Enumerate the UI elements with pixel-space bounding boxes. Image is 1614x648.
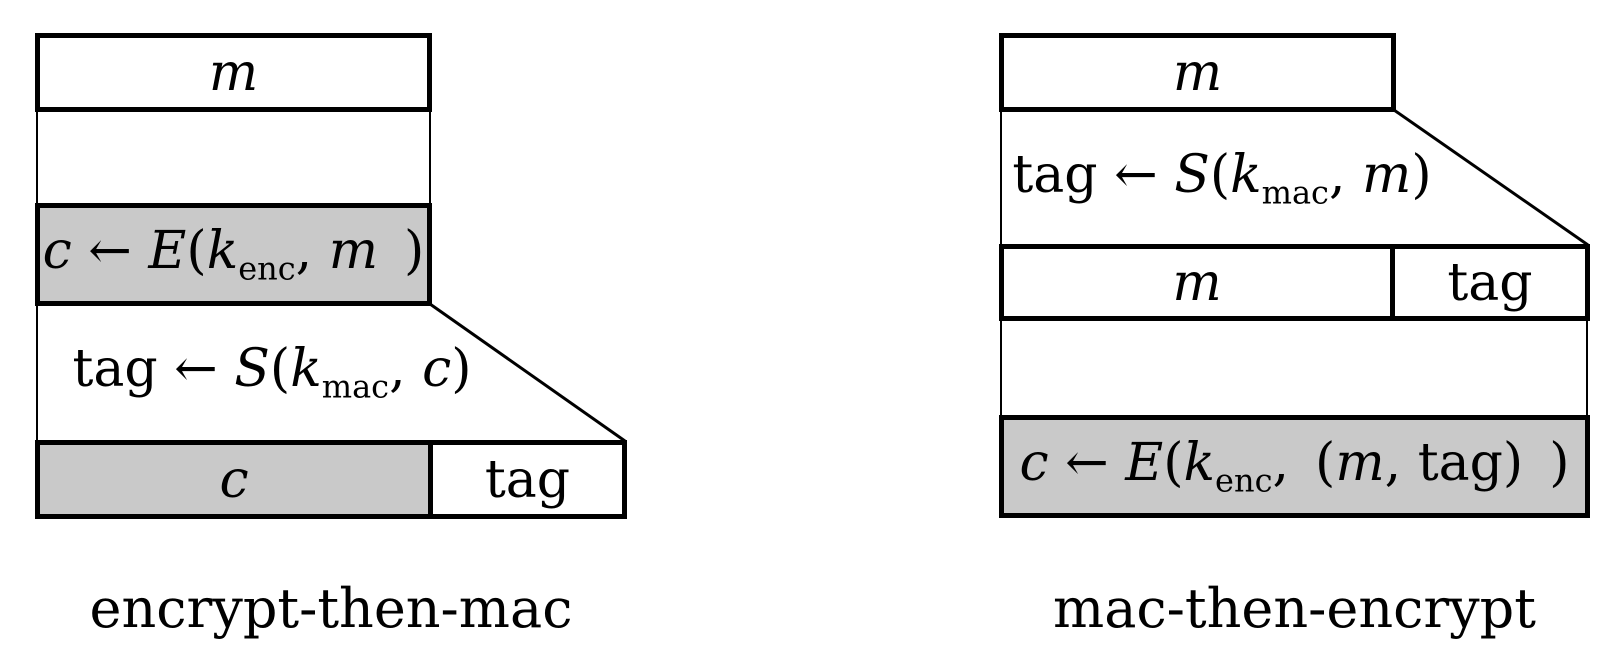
etm-message-label: m (208, 42, 259, 103)
mte-gap-region (1000, 321, 1588, 417)
mte-mac-formula: tag ← S(kmac, m) (1012, 149, 1431, 208)
var-c: c (42, 220, 72, 281)
mte-caption: mac-then-encrypt (1053, 577, 1536, 640)
mte-encrypt-box: c ← E(kenc, (m, tag) ) (999, 415, 1590, 518)
separator: , (295, 220, 329, 281)
separator2: , (1384, 432, 1418, 493)
mte-message-box: m (999, 33, 1396, 112)
var-k: k (290, 339, 322, 400)
separator: , (1328, 144, 1363, 205)
mte-encrypt-formula: c ← E(kenc, (m, tag) ) (1020, 437, 1570, 496)
open-paren: ( (1163, 432, 1184, 493)
key-subscript-mac: mac (1261, 173, 1329, 212)
assign-arrow: ← (1048, 432, 1126, 493)
key-subscript-enc: enc (1215, 461, 1273, 500)
var-c: c (422, 339, 452, 400)
func-E: E (148, 220, 187, 281)
mte-mac-region-left-line (1000, 112, 1010, 245)
var-k: k (1230, 144, 1262, 205)
etm-output-tag-label: tag (484, 449, 571, 510)
separator: , (389, 339, 423, 400)
assign-arrow: ← (157, 339, 235, 400)
etm-caption: encrypt-then-mac (89, 577, 573, 640)
etm-message-box: m (35, 33, 432, 112)
var-m: m (1362, 144, 1412, 205)
assign-arrow: ← (71, 220, 149, 281)
key-subscript-enc: enc (238, 249, 296, 288)
etm-output-cipher-label: c (219, 449, 249, 510)
etm-mac-region-left-line (36, 306, 46, 440)
key-subscript-mac: mac (321, 367, 390, 406)
mte-tagged-message-row: m tag (999, 244, 1590, 321)
mte-message-label: m (1172, 42, 1223, 103)
open-paren: ( (186, 220, 207, 281)
close-paren: ) (1411, 144, 1432, 205)
mte-row-message-label: m (1172, 252, 1222, 313)
var-m: m (1335, 432, 1385, 493)
mte-mac-region: tag ← S(kmac, m) (1012, 112, 1431, 245)
var-c: c (1019, 432, 1049, 493)
etm-encrypt-formula: c ← E(kenc, m ) (43, 225, 425, 284)
etm-output-cipher-cell: c (40, 445, 433, 514)
var-k: k (206, 220, 239, 281)
mte-row-tag-cell: tag (1395, 249, 1585, 316)
var-m: m (328, 220, 379, 281)
etm-mac-region: tag ← S(kmac, c) (72, 306, 471, 440)
func-S: S (1174, 144, 1210, 205)
open-paren: ( (269, 339, 291, 400)
func-E: E (1125, 432, 1164, 493)
open-paren: ( (1209, 144, 1231, 205)
separator: , ( (1272, 432, 1336, 493)
assign-arrow: ← (1097, 144, 1175, 205)
etm-gap-region (36, 112, 431, 205)
func-S: S (234, 339, 270, 400)
close-paren: ) ) (1502, 432, 1570, 493)
mte-row-message-cell: m (1004, 249, 1395, 316)
word-tag: tag (72, 339, 158, 400)
etm-encrypt-box: c ← E(kenc, m ) (35, 203, 432, 306)
var-k: k (1183, 432, 1216, 493)
mte-row-tag-label: tag (1447, 252, 1533, 313)
etm-output-tag-cell: tag (433, 445, 622, 514)
close-paren: ) (451, 339, 472, 400)
word-tag: tag (1417, 432, 1503, 493)
etm-output-row: c tag (35, 440, 627, 519)
word-tag: tag (1012, 144, 1098, 205)
etm-mac-formula: tag ← S(kmac, c) (72, 343, 471, 402)
close-paren: ) (378, 220, 425, 281)
